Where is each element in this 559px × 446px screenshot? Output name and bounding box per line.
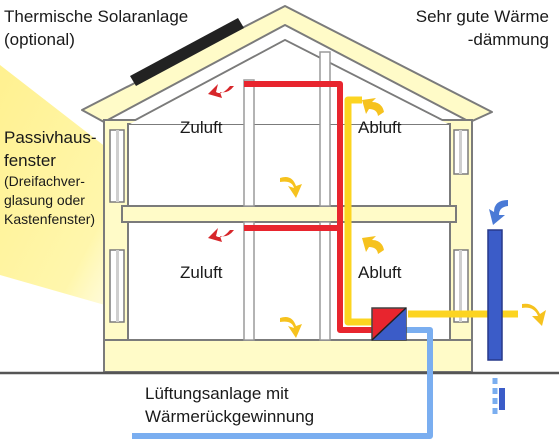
arrow-red-upper-icon xyxy=(208,84,234,98)
ducts xyxy=(132,81,518,439)
insulation-label-line1: Sehr gute Wärme xyxy=(415,7,549,26)
solar-label-line1: Thermische Solaranlage xyxy=(4,7,189,26)
window-label-line1: Passivhaus- xyxy=(4,128,97,147)
airflow-arrows xyxy=(208,84,546,338)
ground-floor-slab xyxy=(103,339,473,373)
solar-label-line2: (optional) xyxy=(4,30,75,49)
exhaust-duct xyxy=(344,96,372,326)
window-label-line2: fenster xyxy=(4,151,56,170)
heat-exchanger-icon xyxy=(371,307,407,341)
window-label-line3: (Dreifachver- xyxy=(4,173,85,189)
arrow-yellow-upper-room-icon xyxy=(280,177,302,198)
exhaust-air-lower-label: Abluft xyxy=(358,263,402,282)
arrow-yellow-exhaust-upper-icon xyxy=(362,98,384,116)
supply-air-lower-label: Zuluft xyxy=(180,263,223,282)
partition-lower-right xyxy=(319,221,331,341)
window-label-line5: Kastenfenster) xyxy=(4,211,96,227)
fresh-air-duct xyxy=(132,327,433,439)
ventilation-label-line2: Wärmerückgewinnung xyxy=(145,407,315,426)
ventilation-label-line1: Lüftungsanlage mit xyxy=(145,384,289,403)
arrow-blue-intake-icon xyxy=(489,200,508,225)
arrow-yellow-lower-room-icon xyxy=(280,317,302,338)
window-right-upper-pane xyxy=(459,130,462,174)
supply-air-upper-label: Zuluft xyxy=(180,118,223,137)
arrow-red-lower-icon xyxy=(208,228,234,242)
vertical-vent xyxy=(487,229,503,361)
roof xyxy=(81,5,493,123)
window-label-line4: glasung oder xyxy=(4,192,85,208)
partition-upper-left xyxy=(243,79,255,207)
solar-panel-icon xyxy=(130,18,244,86)
window-left-lower-pane xyxy=(116,250,119,322)
arrow-yellow-exhaust-lower-icon xyxy=(362,236,384,254)
ground-vent-cap xyxy=(499,388,505,410)
partition-lower-left xyxy=(243,221,255,341)
supply-duct xyxy=(244,81,372,333)
arrow-yellow-outlet-icon xyxy=(522,303,546,326)
window-left-upper-pane xyxy=(116,130,119,202)
floor-slab xyxy=(121,205,457,223)
partition-upper-right xyxy=(319,51,331,207)
window-right-lower-pane xyxy=(459,250,462,322)
insulation-label-line2: -dämmung xyxy=(467,30,549,49)
exhaust-air-upper-label: Abluft xyxy=(358,118,402,137)
